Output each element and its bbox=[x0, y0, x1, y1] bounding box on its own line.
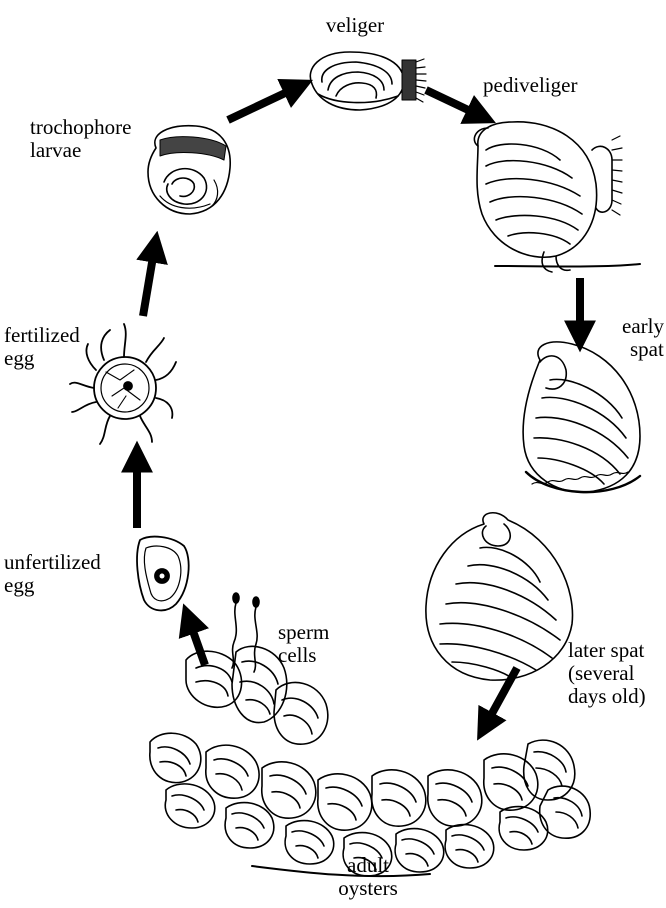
label-adult-oysters-line2: oysters bbox=[318, 877, 418, 900]
veliger-illustration bbox=[310, 52, 426, 110]
label-veliger: veliger bbox=[300, 14, 410, 37]
adult-oysters-illustration bbox=[150, 646, 590, 876]
label-pediveliger-text: pediveliger bbox=[483, 73, 577, 97]
label-adult-oysters-line1: adult bbox=[318, 854, 418, 877]
label-early-spat: early spat bbox=[622, 315, 664, 361]
cycle-arrows bbox=[137, 86, 580, 728]
fertilized-egg-illustration bbox=[70, 324, 176, 444]
label-unfertilized-egg-line2: egg bbox=[4, 574, 101, 597]
label-trochophore-larvae-line2: larvae bbox=[30, 139, 131, 162]
label-pediveliger: pediveliger bbox=[483, 74, 577, 97]
label-trochophore-larvae: trochophore larvae bbox=[30, 116, 131, 162]
label-later-spat-line1: later spat bbox=[568, 639, 646, 662]
label-later-spat-line3: days old) bbox=[568, 685, 646, 708]
arrow-trochophore-to-veliger bbox=[228, 86, 300, 120]
arrow-veliger-to-pediveliger bbox=[426, 90, 483, 117]
pediveliger-illustration bbox=[474, 122, 640, 272]
early-spat-illustration bbox=[523, 342, 640, 492]
label-later-spat: later spat (several days old) bbox=[568, 639, 646, 708]
unfertilized-egg-illustration bbox=[137, 537, 189, 611]
label-trochophore-larvae-line1: trochophore bbox=[30, 116, 131, 139]
label-adult-oysters: adult oysters bbox=[318, 854, 418, 900]
label-later-spat-line2: (several bbox=[568, 662, 646, 685]
label-unfertilized-egg: unfertilized egg bbox=[4, 551, 101, 597]
arrow-later-spat-to-adults bbox=[484, 668, 517, 728]
arrow-adults-to-unfertilized bbox=[188, 617, 205, 665]
label-fertilized-egg: fertilized egg bbox=[4, 324, 80, 370]
trochophore-larvae-illustration bbox=[148, 126, 230, 214]
label-sperm-cells-line2: cells bbox=[278, 644, 329, 667]
label-sperm-cells-line1: sperm bbox=[278, 621, 329, 644]
label-veliger-text: veliger bbox=[326, 13, 384, 37]
later-spat-illustration bbox=[426, 513, 573, 680]
label-unfertilized-egg-line1: unfertilized bbox=[4, 551, 101, 574]
label-early-spat-line1: early bbox=[622, 315, 664, 338]
label-sperm-cells: sperm cells bbox=[278, 621, 329, 667]
label-fertilized-egg-line1: fertilized bbox=[4, 324, 80, 347]
label-early-spat-line2: spat bbox=[622, 338, 664, 361]
label-fertilized-egg-line2: egg bbox=[4, 347, 80, 370]
sperm-cells-illustration bbox=[232, 593, 259, 672]
arrow-fertilized-to-trochophore bbox=[143, 245, 155, 316]
